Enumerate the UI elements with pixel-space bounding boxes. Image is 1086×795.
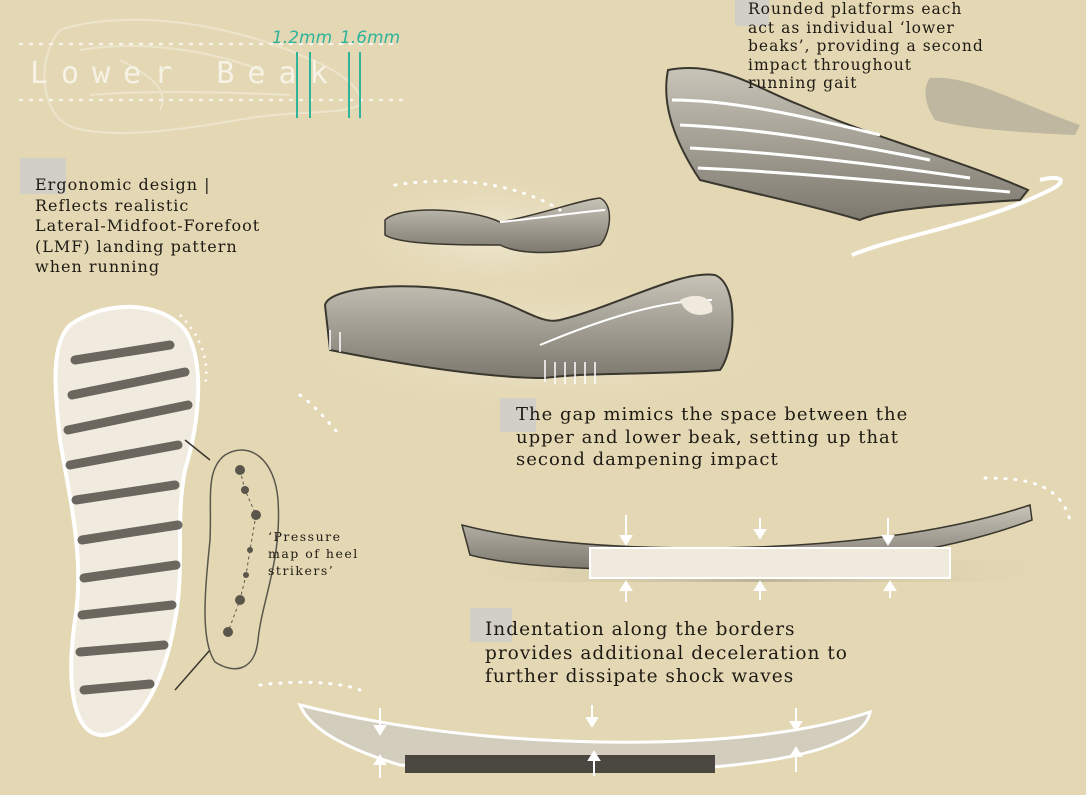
title-dotted-lines (18, 42, 412, 102)
sole-side-view-bottom (297, 702, 872, 778)
outsole-top-view (53, 304, 211, 738)
caption-tab-marker (470, 608, 512, 642)
page-title: Lower Beak (30, 56, 341, 91)
dotted-connector-lines (258, 179, 1072, 692)
caption-tab-marker (500, 398, 536, 432)
beak-sketch-background (43, 18, 362, 135)
measurement-label-2: 1.6mm (340, 28, 401, 48)
caption-gap: The gap mimics the space between the upp… (516, 404, 909, 470)
caption-tab-marker (735, 0, 769, 26)
measurement-label-1: 1.2mm (272, 28, 333, 48)
caption-indentation: Indentation along the borders provides a… (485, 619, 848, 687)
caption-ergonomic-design: Ergonomic design | Reflects realistic La… (35, 175, 261, 276)
sole-side-view-top-right (665, 67, 1080, 257)
measurement-ticks (296, 52, 361, 118)
pressure-map-outline (204, 449, 280, 670)
sole-side-view-flat (430, 504, 1080, 602)
sole-perspective-large (280, 273, 800, 415)
caption-pressure-map: ‘Pressure map of heel strikers’ (268, 529, 359, 578)
caption-rounded-platforms: Rounded platforms each act as individual… (748, 0, 984, 92)
caption-tab-marker (20, 158, 66, 194)
sole-perspective-small (340, 170, 640, 300)
